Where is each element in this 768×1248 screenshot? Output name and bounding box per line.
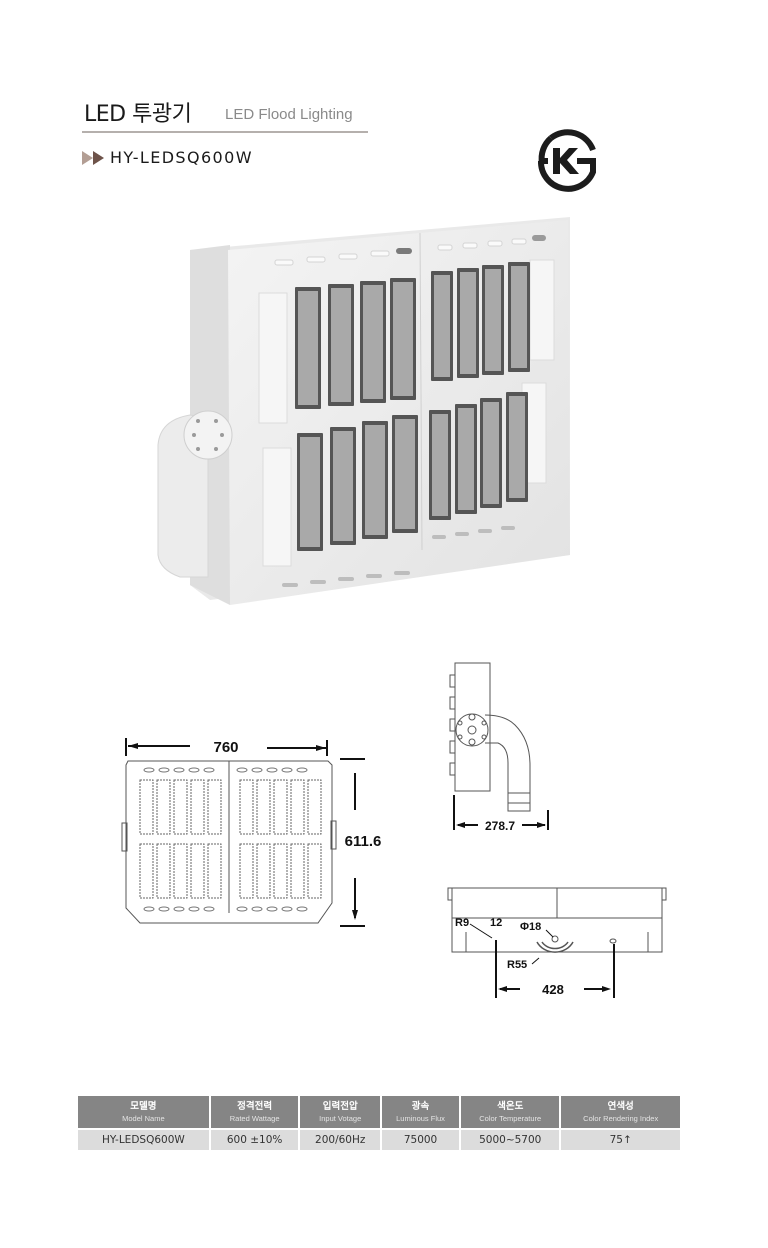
module-outline — [239, 843, 254, 899]
product-image — [157, 217, 570, 605]
cell-model-name: HY-LEDSQ600W — [78, 1128, 209, 1150]
cell-rated-wattage: 600 ±10% — [210, 1128, 299, 1150]
vent-slot — [188, 767, 200, 773]
cell-luminous-flux: 75000 — [382, 1128, 460, 1150]
module-outline — [256, 843, 271, 899]
vent-slot — [266, 767, 278, 773]
page-subtitle: LED Flood Lighting — [225, 106, 353, 123]
vent-slot — [251, 906, 263, 912]
page-title: LED 투광기 — [84, 102, 192, 127]
vent-slot — [281, 767, 293, 773]
vent-slot — [173, 767, 185, 773]
side-view-drawing: 278.7 — [449, 662, 549, 833]
module-outline — [290, 779, 305, 835]
module-outline — [290, 843, 305, 899]
dim12-label: 12 — [490, 917, 502, 929]
module-outline — [190, 779, 205, 835]
module-outline — [139, 843, 154, 899]
vent-slot — [173, 906, 185, 912]
cell-color-temperature: 5000~5700 — [461, 1128, 560, 1150]
phi18-label: Φ18 — [520, 921, 541, 933]
vent-slot — [236, 767, 248, 773]
module-outline — [156, 843, 171, 899]
module-outline — [173, 779, 188, 835]
vent-slot — [251, 767, 263, 773]
module-outline — [190, 843, 205, 899]
module-outline — [173, 843, 188, 899]
module-outline — [273, 779, 288, 835]
cell-color-rendering-index: 75↑ — [561, 1128, 680, 1150]
front-view-drawing: 760 611.6 — [121, 738, 382, 927]
r9-label: R9 — [455, 917, 469, 929]
model-heading: HY-LEDSQ600W — [82, 148, 253, 167]
span-dimension: 428 — [542, 982, 564, 997]
vent-slot — [203, 906, 215, 912]
led-modules — [295, 262, 530, 551]
module-outline — [239, 779, 254, 835]
cell-input-voltage: 200/60Hz — [300, 1128, 380, 1150]
module-outline — [207, 843, 222, 899]
double-arrow-icon — [82, 150, 104, 165]
vent-slot — [296, 767, 308, 773]
vent-slot — [203, 767, 215, 773]
table-row: HY-LEDSQ600W 600 ±10% 200/60Hz 75000 500… — [78, 1128, 680, 1150]
vent-slot — [296, 906, 308, 912]
module-outline — [207, 779, 222, 835]
depth-dimension: 278.7 — [485, 819, 515, 833]
vent-slot — [158, 906, 170, 912]
vent-slot — [158, 767, 170, 773]
vent-slot — [143, 767, 155, 773]
module-outline — [156, 779, 171, 835]
vent-slot — [266, 906, 278, 912]
vent-slot — [281, 906, 293, 912]
module-outline — [139, 779, 154, 835]
vent-slot — [188, 906, 200, 912]
r55-label: R55 — [507, 959, 527, 971]
title-divider — [82, 131, 368, 133]
module-outline — [307, 779, 322, 835]
module-outline — [256, 779, 271, 835]
height-dimension: 611.6 — [345, 833, 382, 850]
module-outline — [273, 843, 288, 899]
vent-slot — [143, 906, 155, 912]
vent-slot — [236, 906, 248, 912]
width-dimension: 760 — [213, 739, 238, 756]
bottom-view-drawing: 428 R9 12 Φ18 R55 — [447, 887, 667, 998]
kc-mark-icon — [537, 129, 596, 192]
module-outline — [307, 843, 322, 899]
model-name: HY-LEDSQ600W — [110, 148, 253, 167]
